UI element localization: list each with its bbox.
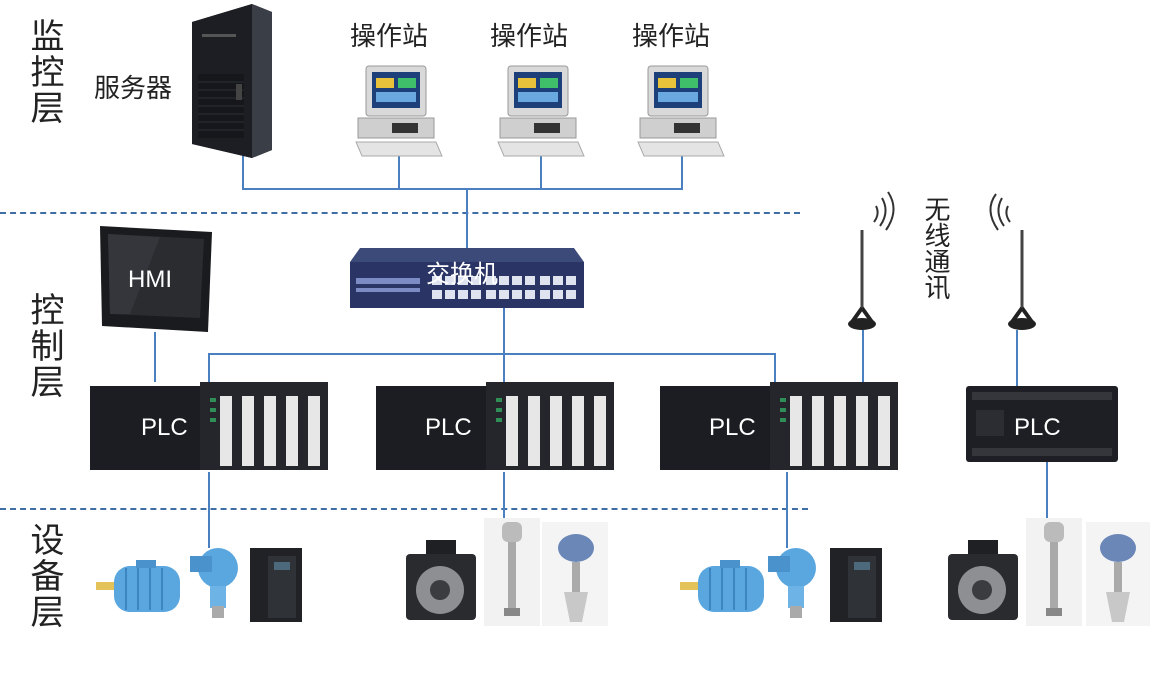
control-bus	[208, 353, 776, 355]
inverter1-icon	[250, 548, 302, 622]
servo-motor2-icon	[948, 540, 1018, 620]
antenna1-icon	[848, 191, 895, 330]
plc4-label: PLC	[1014, 414, 1061, 441]
hmi-panel-icon	[100, 226, 212, 332]
station3-link	[681, 154, 683, 189]
plc3-link	[774, 353, 776, 385]
device-layer-label: 设备层	[24, 522, 64, 630]
plc4-device-link	[1046, 462, 1048, 518]
plc3-device-link	[786, 472, 788, 548]
hmi-label: HMI	[128, 266, 172, 293]
network-switch-icon	[350, 248, 584, 308]
plc3-rack-icon	[660, 382, 898, 470]
station1-label: 操作站	[350, 22, 429, 52]
server-link	[242, 154, 244, 189]
plc1-rack-icon	[90, 382, 328, 470]
station2-link	[540, 154, 542, 189]
pressure-transmitter1-icon	[190, 548, 238, 618]
server-tower-icon	[192, 4, 272, 158]
plc2-link	[503, 353, 505, 385]
antenna2-link	[1016, 330, 1018, 388]
pressure-transmitter2-icon	[768, 548, 816, 618]
plc2-label: PLC	[425, 414, 472, 441]
monitor-layer-label: 监控层	[24, 18, 64, 126]
hmi-link	[154, 332, 156, 382]
inverter2-icon	[830, 548, 882, 622]
radar-level1-icon	[542, 522, 608, 626]
monitor-control-separator	[0, 212, 800, 214]
control-device-separator	[0, 508, 808, 510]
servo-motor1-icon	[406, 540, 476, 620]
station3-label: 操作站	[632, 22, 711, 52]
control-layer-label: 控制层	[24, 292, 64, 400]
antenna2-icon	[989, 193, 1036, 330]
radar-level2-icon	[1086, 522, 1150, 626]
plc1-device-link	[208, 472, 210, 548]
station3-workstation-icon	[637, 65, 725, 157]
plc4-compact-icon	[966, 386, 1118, 462]
switch-downlink	[503, 308, 505, 354]
server-label: 服务器	[94, 74, 173, 104]
antenna1-link	[862, 330, 864, 382]
plc3-label: PLC	[709, 414, 756, 441]
monitor-bus	[242, 188, 683, 190]
plc1-link	[208, 353, 210, 385]
plc2-device-link	[503, 472, 505, 520]
uplink-to-switch	[466, 188, 468, 250]
station1-link	[398, 154, 400, 189]
motor2-icon	[680, 560, 764, 612]
plc2-rack-icon	[376, 382, 614, 470]
station2-label: 操作站	[490, 22, 569, 52]
station1-workstation-icon	[355, 65, 443, 157]
wireless-label: 无线通讯	[920, 196, 950, 300]
plc1-label: PLC	[141, 414, 188, 441]
probe-sensor1-icon	[484, 518, 540, 626]
station2-workstation-icon	[497, 65, 585, 157]
switch-label: 交换机	[426, 260, 498, 288]
probe-sensor2-icon	[1026, 518, 1082, 626]
motor1-icon	[96, 560, 180, 612]
